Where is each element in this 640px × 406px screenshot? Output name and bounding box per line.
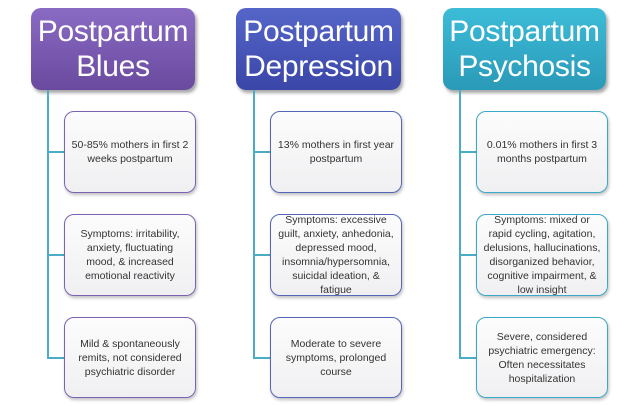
connector-vertical (459, 90, 461, 359)
header-postpartum-depression: Postpartum Depression (236, 8, 401, 90)
connector-branch (459, 356, 476, 359)
psychosis-severity-box: Severe, considered psychiatric emergency… (476, 317, 608, 398)
connector-branch (253, 254, 270, 256)
connector-vertical (253, 90, 255, 359)
connector-branch (47, 151, 64, 153)
blues-severity-box: Mild & spontaneously remits, not conside… (64, 317, 196, 398)
connector-branch (253, 151, 270, 153)
depression-severity-box: Moderate to severe symptoms, prolonged c… (270, 317, 402, 398)
connector-branch (459, 254, 476, 256)
blues-prevalence-box: 50-85% mothers in first 2 weeks postpart… (64, 111, 196, 193)
connector-branch (47, 356, 64, 359)
depression-prevalence-box: 13% mothers in first year postpartum (270, 111, 402, 193)
connector-branch (459, 151, 476, 153)
header-postpartum-psychosis: Postpartum Psychosis (443, 8, 606, 90)
connector-branch (47, 254, 64, 256)
connector-branch (253, 356, 270, 359)
psychosis-symptoms-box: Symptoms: mixed or rapid cycling, agitat… (476, 214, 608, 296)
connector-vertical (47, 90, 49, 359)
psychosis-prevalence-box: 0.01% mothers in first 3 months postpart… (476, 111, 608, 193)
blues-symptoms-box: Symptoms: irritability, anxiety, fluctua… (64, 214, 196, 296)
depression-symptoms-box: Symptoms: excessive guilt, anxiety, anhe… (270, 214, 402, 296)
header-postpartum-blues: Postpartum Blues (31, 8, 195, 90)
